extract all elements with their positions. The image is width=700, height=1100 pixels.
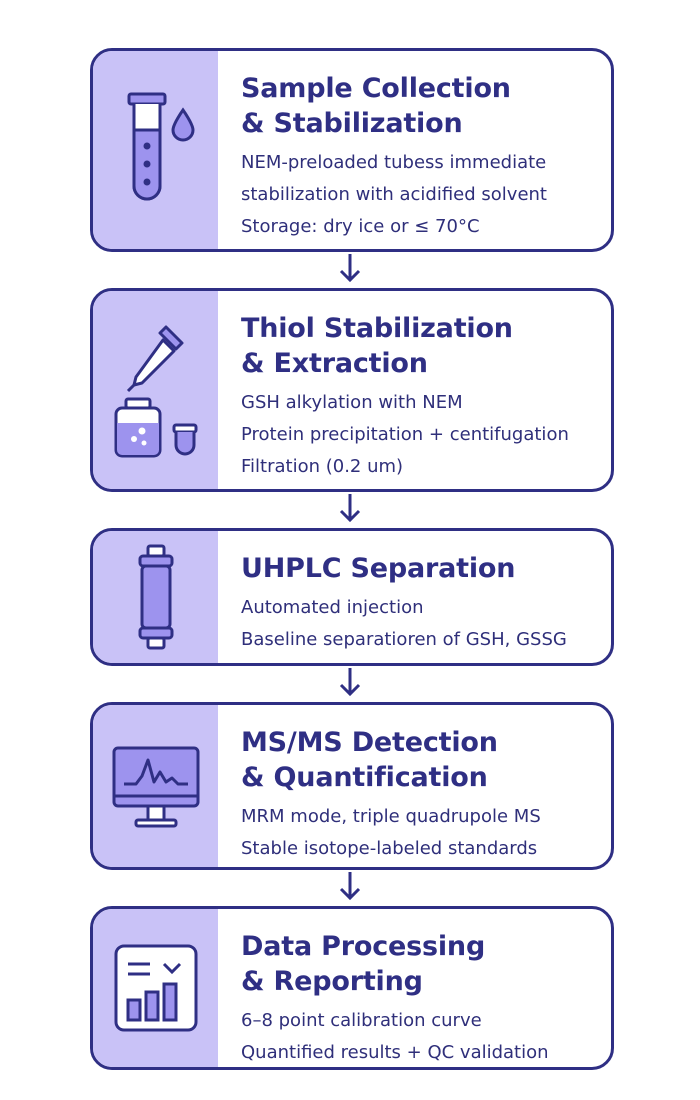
step-title: Sample Collection & Stabilization <box>241 71 611 141</box>
step-title: UHPLC Separation <box>241 551 611 586</box>
icon-panel <box>93 291 218 489</box>
down-arrow-icon <box>339 668 361 697</box>
step-text: MS/MS Detection & Quantification MRM mod… <box>218 705 611 867</box>
step-thiol-stabilization: Thiol Stabilization & Extraction GSH alk… <box>90 288 614 492</box>
icon-panel <box>93 705 218 867</box>
monitor-chromatogram-icon <box>112 746 199 828</box>
step-title: MS/MS Detection & Quantification <box>241 725 611 795</box>
column-cartridge-icon <box>138 544 173 650</box>
detail-line: Storage: dry ice or ≤ 70°C <box>241 216 480 237</box>
icon-panel <box>93 909 218 1067</box>
report-bar-chart-icon <box>114 944 197 1032</box>
pipette-vial-icon <box>114 325 197 458</box>
icon-panel <box>93 531 218 663</box>
down-arrow-icon <box>339 254 361 283</box>
down-arrow-icon <box>339 872 361 901</box>
detail-line: Baseline separatioren of GSH, GSSG <box>241 629 567 650</box>
step-sample-collection: Sample Collection & Stabilization NEM-pr… <box>90 48 614 252</box>
step-text: Sample Collection & Stabilization NEM-pr… <box>218 51 611 249</box>
detail-line: 6–8 point calibration curve <box>241 1010 482 1031</box>
step-title: Thiol Stabilization & Extraction <box>241 311 611 381</box>
detail-line: Protein precipitation + centifugation <box>241 424 569 445</box>
detail-line: Quantified results + QC validation <box>241 1042 549 1063</box>
title-line: Thiol Stabilization <box>241 313 513 344</box>
detail-line: Stable isotope-labeled standards <box>241 838 538 859</box>
test-tube-icon <box>127 92 195 201</box>
title-line: Sample Collection <box>241 73 511 104</box>
step-msms-detection: MS/MS Detection & Quantification MRM mod… <box>90 702 614 870</box>
title-line: & Extraction <box>241 348 428 379</box>
detail-line: Automated injection <box>241 597 424 618</box>
title-line: Data Processing <box>241 931 486 962</box>
step-text: UHPLC Separation Automated injection Bas… <box>218 531 611 663</box>
detail-line: stabilization with acidified solvent <box>241 184 547 205</box>
icon-panel <box>93 51 218 249</box>
title-line: & Stabilization <box>241 108 463 139</box>
detail-line: Filtration (0.2 um) <box>241 456 404 477</box>
detail-line: GSH alkylation with NEM <box>241 392 463 413</box>
step-uhplc-separation: UHPLC Separation Automated injection Bas… <box>90 528 614 666</box>
detail-line: NEM-preloaded tubess immediate <box>241 152 547 173</box>
down-arrow-icon <box>339 494 361 523</box>
step-data-processing: Data Processing & Reporting 6–8 point ca… <box>90 906 614 1070</box>
detail-line: MRM mode, triple quadrupole MS <box>241 806 541 827</box>
title-line: & Quantification <box>241 762 488 793</box>
step-text: Thiol Stabilization & Extraction GSH alk… <box>218 291 611 489</box>
step-text: Data Processing & Reporting 6–8 point ca… <box>218 909 611 1067</box>
title-line: MS/MS Detection <box>241 727 498 758</box>
title-line: & Reporting <box>241 966 423 997</box>
title-line: UHPLC Separation <box>241 553 516 584</box>
step-title: Data Processing & Reporting <box>241 929 611 999</box>
